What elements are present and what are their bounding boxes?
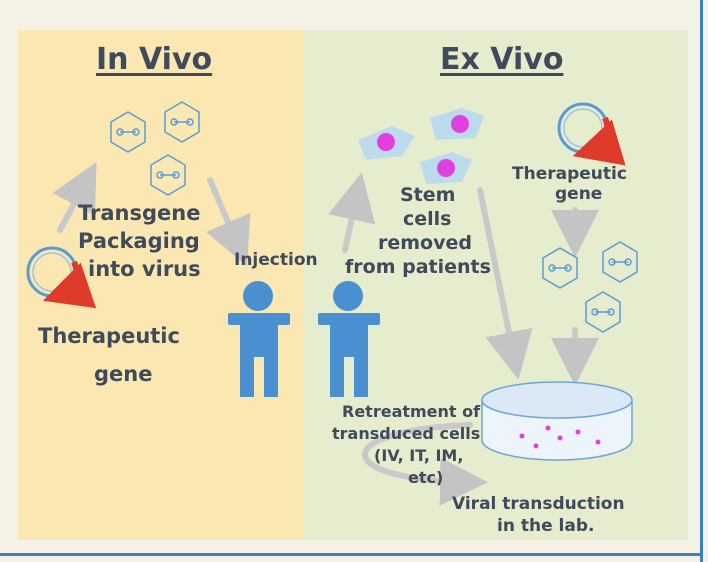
petri-dish bbox=[481, 381, 633, 461]
label-therapeutic-gene-left-2: gene bbox=[94, 362, 153, 386]
virus-hexagon-icon bbox=[602, 241, 638, 283]
virus-hexagon-icon bbox=[164, 101, 200, 143]
plasmid-icon-left bbox=[26, 246, 97, 309]
label-stem-cells-3: removed bbox=[378, 232, 472, 254]
arrow-gene-to-transgene bbox=[52, 162, 97, 233]
virus-particles-left bbox=[110, 101, 200, 196]
label-therapeutic-gene-left-1: Therapeutic bbox=[38, 324, 180, 348]
label-stem-cells-4: from patients bbox=[345, 256, 491, 278]
arrow-virus-to-injection bbox=[206, 177, 251, 267]
virus-hexagon-icon bbox=[150, 154, 186, 196]
virus-hexagon-icon bbox=[110, 111, 146, 153]
in-vivo-header: In Vivo bbox=[96, 42, 213, 77]
label-retreatment-2: transduced cells bbox=[332, 424, 481, 443]
ex-vivo-header: Ex Vivo bbox=[440, 42, 564, 77]
patient-figure-right bbox=[318, 281, 380, 397]
stem-cell-icon bbox=[430, 108, 484, 140]
virus-hexagon-icon bbox=[585, 291, 621, 333]
arrow-cells-to-dish bbox=[477, 187, 533, 380]
stem-cell-icon bbox=[420, 152, 472, 184]
label-retreatment-4: etc) bbox=[408, 468, 444, 487]
label-therapeutic-gene-right-2: gene bbox=[555, 184, 603, 204]
virus-particles-right bbox=[542, 241, 638, 333]
label-stem-cells-1: Stem bbox=[400, 184, 456, 206]
label-viral-transduction-1: Viral transduction bbox=[452, 494, 625, 514]
label-therapeutic-gene-right-1: Therapeutic bbox=[512, 164, 627, 184]
label-retreatment-3: (IV, IT, IM, bbox=[374, 446, 464, 465]
arrow-patient-to-cells bbox=[328, 172, 376, 253]
arrow-retreatment-loop bbox=[362, 422, 488, 506]
label-stem-cells-2: cells bbox=[403, 208, 452, 230]
label-injection: Injection bbox=[234, 250, 318, 270]
stem-cell-icon bbox=[358, 126, 415, 160]
label-viral-transduction-2: in the lab. bbox=[497, 516, 595, 536]
stem-cells bbox=[358, 108, 484, 184]
virus-hexagon-icon bbox=[542, 247, 578, 289]
label-packaging: Packaging bbox=[78, 229, 200, 253]
patient-figure-left bbox=[228, 281, 290, 397]
frame-border-bottom bbox=[0, 553, 703, 556]
frame-border-right bbox=[700, 0, 703, 562]
label-transgene: Transgene bbox=[78, 201, 201, 225]
plasmid-icon-right bbox=[557, 102, 626, 166]
flow-arrows bbox=[52, 162, 599, 506]
label-retreatment-1: Retreatment of bbox=[342, 402, 481, 421]
label-into-virus: into virus bbox=[88, 257, 201, 281]
